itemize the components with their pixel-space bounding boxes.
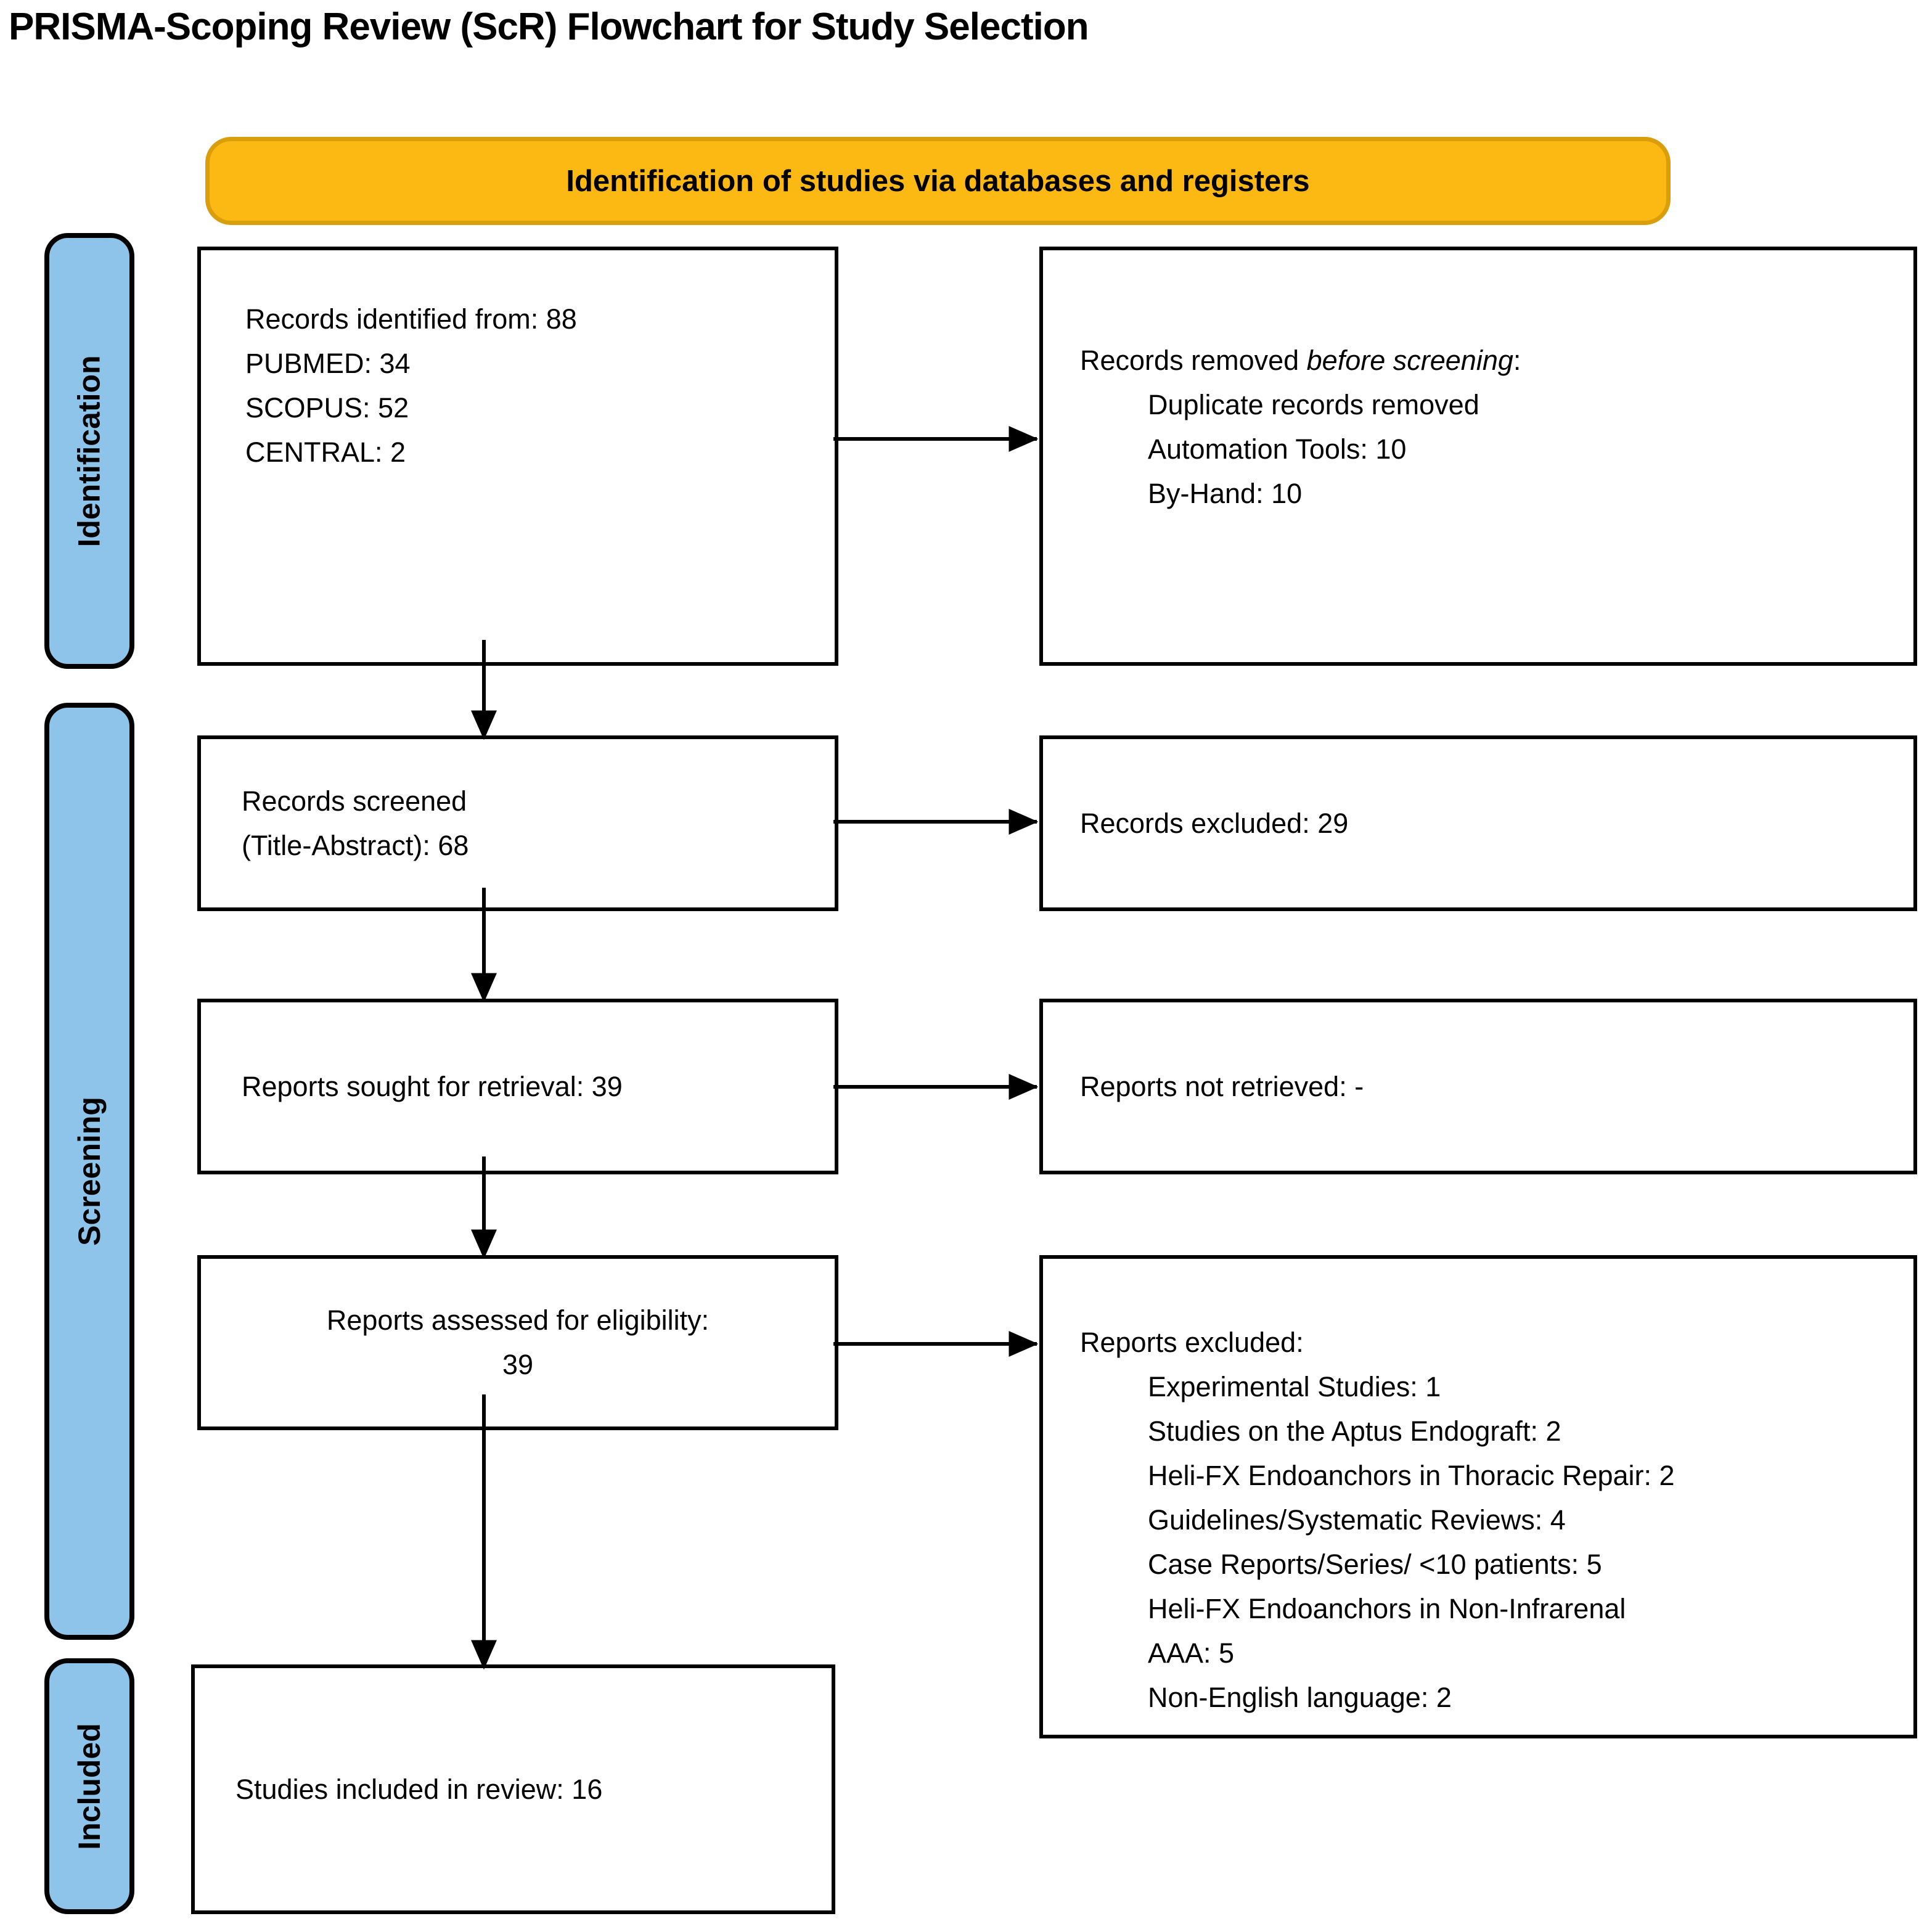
records-screened-line1: Records screened	[242, 785, 467, 817]
box-reports-sought: Reports sought for retrieval: 39	[197, 999, 838, 1174]
records-identified-line: Records identified from: 88	[245, 303, 577, 335]
excluded-item-thoracic: Heli-FX Endoanchors in Thoracic Repair: …	[1148, 1460, 1675, 1491]
box-reports-not-retrieved: Reports not retrieved: -	[1039, 999, 1917, 1174]
box-records-excluded: Records excluded: 29	[1039, 735, 1917, 911]
stage-bar-screening: Screening	[44, 703, 134, 1640]
stage-label-included: Included	[72, 1722, 107, 1850]
records-identified-pubmed: PUBMED: 34	[245, 348, 411, 379]
removed-item-duplicates: Duplicate records removed	[1148, 389, 1479, 420]
box-reports-assessed: Reports assessed for eligibility: 39	[197, 1255, 838, 1430]
excluded-item-guidelines: Guidelines/Systematic Reviews: 4	[1148, 1504, 1566, 1536]
removed-item-byhand: By-Hand: 10	[1148, 478, 1303, 509]
identification-banner: Identification of studies via databases …	[205, 137, 1671, 225]
excluded-item-casereports: Case Reports/Series/ <10 patients: 5	[1148, 1549, 1602, 1580]
banner-label: Identification of studies via databases …	[566, 164, 1310, 198]
records-identified-central: CENTRAL: 2	[245, 436, 406, 468]
box-records-removed: Records removed before screening: Duplic…	[1039, 247, 1917, 666]
reports-sought-text: Reports sought for retrieval: 39	[242, 1070, 623, 1102]
excluded-item-experimental: Experimental Studies: 1	[1148, 1371, 1441, 1402]
reports-not-retrieved-text: Reports not retrieved: -	[1080, 1070, 1364, 1102]
box-records-identified: Records identified from: 88 PUBMED: 34 S…	[197, 247, 838, 666]
records-screened-line2: (Title-Abstract): 68	[242, 829, 469, 861]
reports-assessed-line2: 39	[502, 1349, 534, 1380]
box-studies-included: Studies included in review: 16	[191, 1664, 835, 1914]
box-records-screened: Records screened (Title-Abstract): 68	[197, 735, 838, 911]
records-excluded-text: Records excluded: 29	[1080, 807, 1349, 839]
excluded-item-aptus: Studies on the Aptus Endograft: 2	[1148, 1415, 1561, 1447]
reports-assessed-line1: Reports assessed for eligibility:	[326, 1304, 710, 1336]
box-reports-excluded: Reports excluded: Experimental Studies: …	[1039, 1255, 1917, 1738]
records-identified-scopus: SCOPUS: 52	[245, 392, 409, 424]
excluded-item-nonenglish: Non-English language: 2	[1148, 1682, 1452, 1713]
studies-included-text: Studies included in review: 16	[235, 1773, 603, 1805]
reports-excluded-title: Reports excluded:	[1080, 1327, 1304, 1358]
page-title: PRISMA-Scoping Review (ScR) Flowchart fo…	[9, 6, 1089, 48]
removed-item-automation: Automation Tools: 10	[1148, 433, 1407, 465]
records-removed-intro: Records removed before screening:	[1080, 345, 1521, 376]
excluded-item-noninfrarenal: Heli-FX Endoanchors in Non-Infrarenal AA…	[1148, 1593, 1626, 1669]
stage-label-identification: Identification	[72, 354, 107, 547]
stage-label-screening: Screening	[72, 1097, 107, 1246]
stage-bar-identification: Identification	[44, 233, 134, 669]
stage-bar-included: Included	[44, 1658, 134, 1914]
